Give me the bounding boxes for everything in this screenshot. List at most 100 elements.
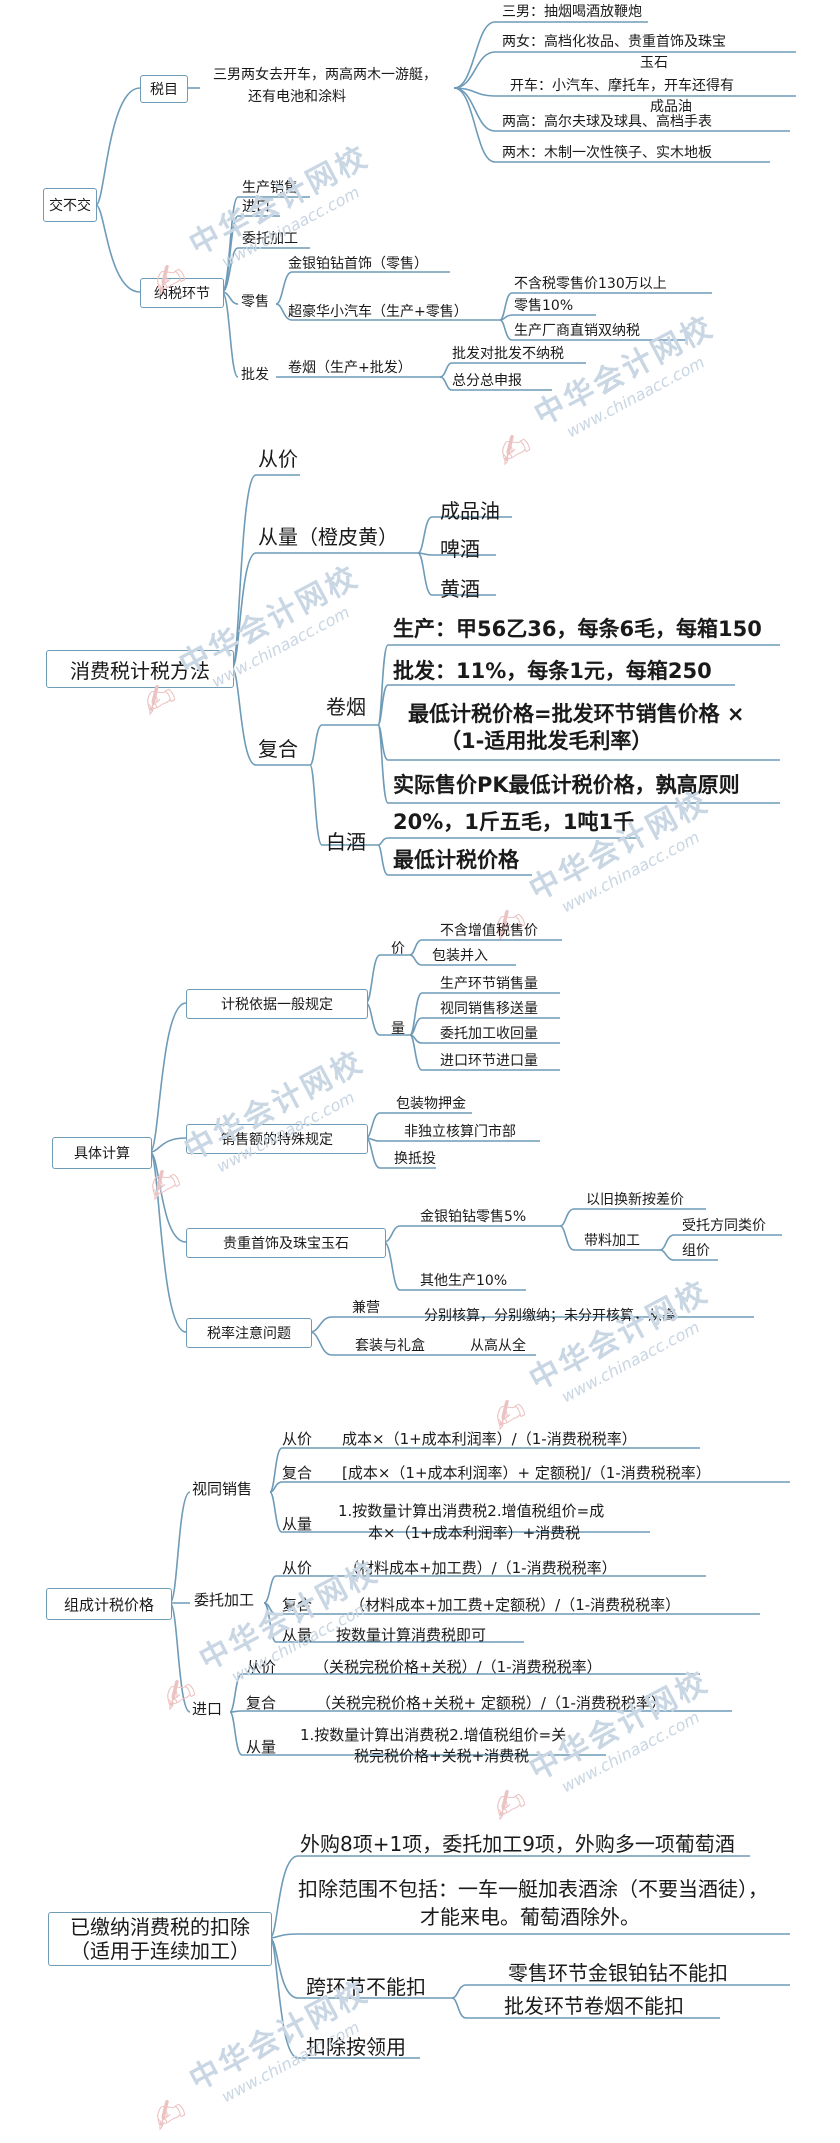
price-label: 价 [391, 941, 405, 957]
special-item-1: 包装物押金 [396, 1096, 466, 1112]
pifa-sub-2: 总分总申报 [452, 373, 522, 389]
shitong-v2: [成本×（1+成本利润率）+ 定额税]/（1-消费税税率） [342, 1464, 711, 1482]
link-import: 进口 [242, 199, 270, 215]
link-entrusted: 委托加工 [242, 231, 298, 247]
weituo-label: 委托加工 [194, 1591, 255, 1609]
jinkou-v2: （关税完税价格+关税+ 定额税）/（1-消费税税率） [316, 1694, 666, 1712]
watermark-logo-icon: ✍ [143, 2086, 195, 2143]
weituo-k3: 从量 [282, 1626, 313, 1644]
cross-link-item-1: 零售环节金银铂钻不能扣 [508, 1961, 728, 1985]
weituo-k2: 复合 [282, 1596, 313, 1614]
weituo-k1: 从价 [282, 1559, 313, 1577]
method-compound: 复合 [258, 737, 298, 761]
branch-special-rules: 销售额的特殊规定 [186, 1124, 368, 1154]
jinkou-k3: 从量 [246, 1738, 277, 1756]
cross-link-no-deduct: 跨环节不能扣 [306, 1975, 426, 1999]
quantity-item-1: 生产环节销售量 [440, 976, 538, 992]
shuimu-node: 税目 [140, 75, 188, 103]
quantity-item-3: 委托加工收回量 [440, 1026, 538, 1042]
lingshou-label: 零售 [241, 294, 269, 310]
section-composite-price: 组成计税价格 视同销售 从价 成本×（1+成本利润率）/（1-消费税税率） 复合… [0, 1430, 840, 1833]
connector-lines [231, 474, 780, 876]
special-item-3: 换抵投 [394, 1151, 436, 1167]
cigarette-item-3: 最低计税价格=批发环节销售价格 × [408, 702, 745, 726]
scope-item-2b: 玉石 [640, 55, 668, 71]
quantity-item-2: 视同销售移送量 [440, 1001, 538, 1017]
root-line1: 已缴纳消费税的扣除 [70, 1915, 250, 1939]
root-node: 具体计算 [52, 1137, 152, 1169]
cigarette-item-3b: （1-适用批发毛利率） [440, 729, 653, 753]
deduction-scope: 外购8项+1项，委托加工9项，外购多一项葡萄酒 [300, 1832, 735, 1856]
cigarette-item-4: 实际售价PK最低计税价格，孰高原则 [393, 773, 740, 797]
method-quantity: 从量（橙皮黄） [258, 525, 398, 549]
root-node: 消费税计税方法 [46, 650, 234, 688]
deduction-exclusion-1: 扣除范围不包括：一车一艇加表酒涂（不要当酒徒）， [298, 1877, 768, 1901]
shitong-v3b: 本×（1+成本利润率）+消费税 [368, 1524, 581, 1542]
jinkou-v3b: 税完税价格+关税+消费税 [354, 1747, 530, 1765]
jinkou-label: 进口 [192, 1700, 223, 1718]
daliao-sub-1: 受托方同类价 [682, 1218, 766, 1234]
compound-baijiu: 白酒 [326, 830, 366, 854]
car-item-3: 生产厂商直销双纳税 [514, 323, 640, 339]
root-node: 交不交 [43, 188, 97, 222]
jinkou-v1: （关税完税价格+关税）/（1-消费税税率） [314, 1658, 602, 1676]
quantity-item-1: 成品油 [440, 499, 500, 523]
lingshou-item-2: 超豪华小汽车（生产+零售） [288, 304, 468, 320]
cigarette-item-1: 生产：甲56乙36，每条6毛，每箱150 [393, 617, 762, 641]
jianying-label: 兼营 [352, 1300, 380, 1316]
root-node: 已缴纳消费税的扣除 （适用于连续加工） [48, 1912, 272, 1966]
pifa-sub-1: 批发对批发不纳税 [452, 346, 564, 362]
baijiu-item-2: 最低计税价格 [393, 848, 519, 872]
pifa-label: 批发 [241, 367, 269, 383]
taozhuang-item: 从高从全 [470, 1338, 526, 1354]
section-specific-calc: 具体计算 计税依据一般规定 价 不含增值税售价 包装并入 量 生产环节销售量 视… [0, 915, 840, 1443]
shuimu-summary-line2: 还有电池和涂料 [248, 89, 346, 105]
section-tax-scope: 交不交 税目 三男两女去开车，两高两木一游艇， 还有电池和涂料 三男：抽烟喝酒放… [0, 0, 840, 478]
branch-tax-rate: 税率注意问题 [186, 1318, 312, 1348]
connector-lines [95, 21, 796, 391]
scope-item-4: 两高：高尔夫球及球具、高档手表 [502, 114, 712, 130]
price-item-2: 包装并入 [432, 948, 488, 964]
shitong-k1: 从价 [282, 1430, 313, 1448]
nashui-node: 纳税环节 [140, 278, 224, 308]
quantity-item-4: 进口环节进口量 [440, 1053, 538, 1069]
watermark-logo-icon: ✍ [483, 1776, 535, 1833]
special-item-2: 非独立核算门市部 [404, 1124, 516, 1140]
section-tax-methods: 消费税计税方法 从价 从量（橙皮黄） 成品油 啤酒 黄酒 复合 卷烟 生产：甲5… [0, 445, 840, 953]
root-node: 组成计税价格 [46, 1588, 172, 1620]
weituo-v1: （材料成本+加工费）/（1-消费税税率） [344, 1559, 617, 1577]
cross-link-item-2: 批发环节卷烟不能扣 [504, 1994, 684, 2018]
compound-cigarette: 卷烟 [326, 695, 366, 719]
jewelry-sub-1: 以旧换新按差价 [586, 1192, 684, 1208]
jewelry-retail: 金银铂钻零售5% [420, 1209, 527, 1225]
shitong-k2: 复合 [282, 1464, 313, 1482]
link-production: 生产销售 [242, 180, 298, 196]
connector-lines [169, 1447, 790, 1756]
shitong-k3: 从量 [282, 1515, 313, 1533]
jinkou-k2: 复合 [246, 1694, 277, 1712]
quantity-item-2: 啤酒 [440, 537, 480, 561]
scope-item-5: 两木：木制一次性筷子、实木地板 [502, 145, 712, 161]
car-item-2: 零售10% [514, 298, 574, 314]
scope-item-3: 开车：小汽车、摩托车，开车还得有 [510, 78, 734, 94]
weituo-v3: 按数量计算消费税即可 [336, 1626, 487, 1644]
shitong-v1: 成本×（1+成本利润率）/（1-消费税税率） [342, 1430, 637, 1448]
jianying-item: 分别核算，分别缴纳；未分开核算，从高 [424, 1308, 676, 1324]
scope-item-3b: 成品油 [650, 99, 692, 115]
jewelry-sub-2: 带料加工 [584, 1233, 640, 1249]
car-item-1: 不含税零售价130万以上 [514, 276, 667, 292]
shuimu-summary-line1: 三男两女去开车，两高两木一游艇， [213, 67, 437, 83]
baijiu-item-1: 20%，1斤五毛，1吨1千 [393, 810, 635, 834]
daliao-sub-2: 组价 [682, 1243, 710, 1259]
deduction-exclusion-2: 才能来电。葡萄酒除外。 [420, 1905, 640, 1929]
connector-lines [269, 1855, 790, 2059]
cigarette-item-2: 批发：11%，每条1元，每箱250 [393, 659, 712, 683]
scope-item-2: 两女：高档化妆品、贵重首饰及珠宝 [502, 34, 726, 50]
jinkou-v3: 1.按数量计算出消费税2.增值税组价=关 [300, 1726, 567, 1744]
method-advalorem: 从价 [258, 447, 298, 471]
pifa-item: 卷烟（生产+批发） [288, 360, 412, 376]
root-line2: （适用于连续加工） [70, 1939, 250, 1963]
weituo-v2: （材料成本+加工费+定额税）/（1-消费税税率） [350, 1596, 681, 1614]
shitong-v3: 1.按数量计算出消费税2.增值税组价=成 [338, 1502, 605, 1520]
lingshou-item-1: 金银铂钻首饰（零售） [288, 256, 428, 272]
